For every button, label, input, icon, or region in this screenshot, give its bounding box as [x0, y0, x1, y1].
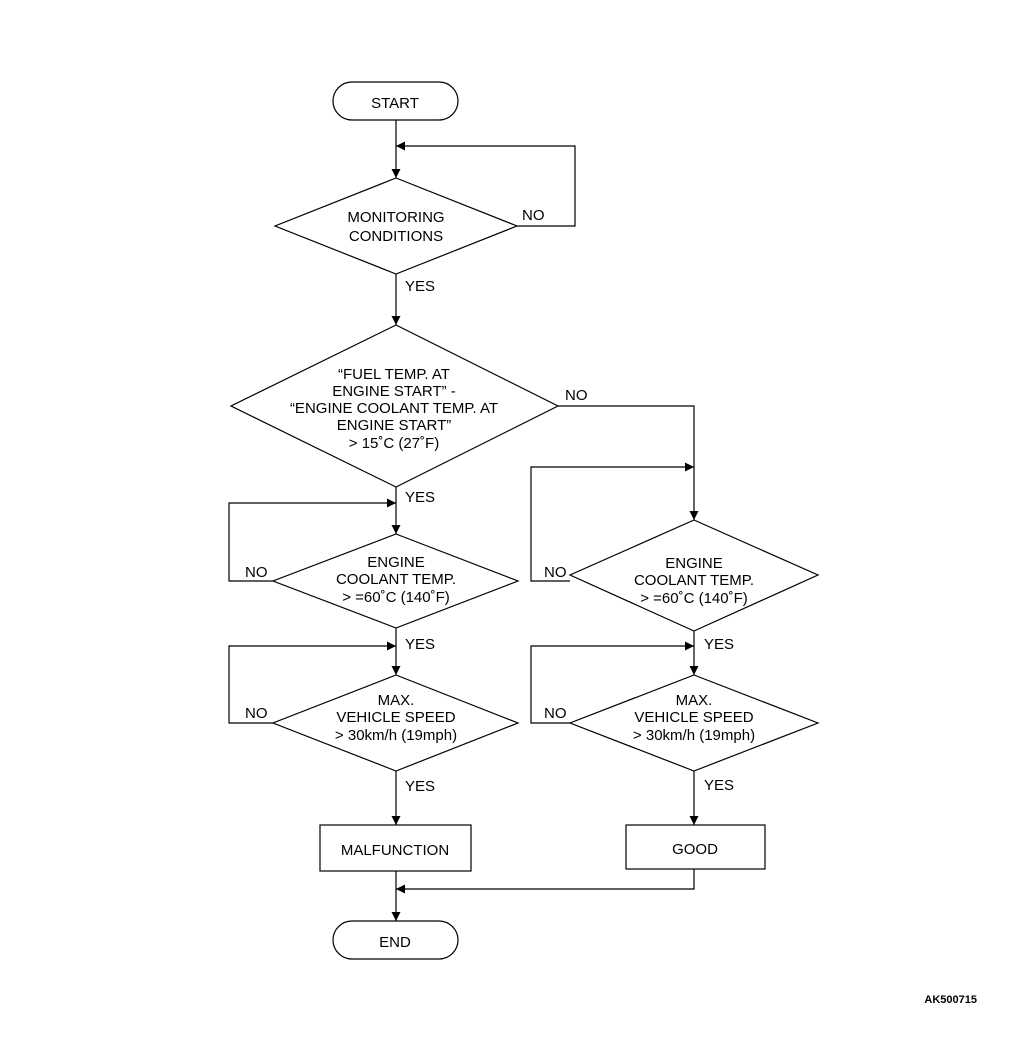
decision-fuel-temp-line-1: “FUEL TEMP. AT [338, 366, 450, 383]
branch-label-no: NO [565, 387, 588, 404]
result-good: GOOD [625, 824, 766, 870]
branch-label-yes: YES [405, 489, 435, 506]
decision-fuel-temp-line-3: “ENGINE COOLANT TEMP. AT [290, 400, 498, 417]
decision-speed-right-line-2: VEHICLE SPEED [634, 709, 753, 726]
branch-label-yes: YES [704, 636, 734, 653]
decision-coolant-left-line-1: ENGINE [367, 554, 425, 571]
branch-label-yes: YES [405, 636, 435, 653]
connector-speed-right-no-loop [530, 641, 694, 724]
branch-label-no: NO [245, 564, 268, 581]
connector-fuel-temp-no [558, 405, 699, 520]
decision-speed-right: MAX. VEHICLE SPEED > 30km/h (19mph) [568, 674, 820, 772]
decision-coolant-right-line-2: COOLANT TEMP. [634, 572, 754, 589]
decision-speed-left: MAX. VEHICLE SPEED > 30km/h (19mph) [271, 674, 520, 772]
branch-label-no: NO [544, 705, 567, 722]
decision-speed-left-line-1: MAX. [378, 692, 415, 709]
decision-fuel-temp-difference: “FUEL TEMP. AT ENGINE START” - “ENGINE C… [229, 324, 560, 488]
end-terminal: END [332, 920, 459, 960]
branch-label-yes: YES [704, 777, 734, 794]
decision-fuel-temp-line-2: ENGINE START” - [332, 383, 456, 400]
connectors [228, 120, 699, 921]
connector-good-end [396, 869, 695, 894]
decision-speed-left-line-3: > 30km/h (19mph) [335, 727, 457, 744]
result-malfunction: MALFUNCTION [319, 824, 472, 872]
decision-monitoring-conditions: MONITORING CONDITIONS [273, 177, 519, 275]
decision-monitoring-line-1: MONITORING [347, 209, 444, 226]
decision-coolant-right-line-1: ENGINE [665, 555, 723, 572]
result-malfunction-label: MALFUNCTION [341, 842, 449, 859]
decision-coolant-temp-right: ENGINE COOLANT TEMP. > =60˚C (140˚F) [568, 519, 820, 632]
branch-label-yes: YES [405, 778, 435, 795]
result-good-label: GOOD [672, 841, 718, 858]
branch-labels: NO YES NO YES NO YES NO YES NO YES NO YE… [245, 207, 734, 795]
start-terminal: START [332, 81, 459, 121]
branch-label-no: NO [522, 207, 545, 224]
decision-speed-right-line-3: > 30km/h (19mph) [633, 727, 755, 744]
connector-monitoring-no-loop [396, 141, 576, 227]
decision-coolant-temp-left: ENGINE COOLANT TEMP. > =60˚C (140˚F) [271, 533, 520, 629]
decision-fuel-temp-line-5: > 15˚C (27˚F) [349, 435, 439, 452]
branch-label-no: NO [245, 705, 268, 722]
decision-speed-left-line-2: VEHICLE SPEED [336, 709, 455, 726]
decision-coolant-left-line-2: COOLANT TEMP. [336, 571, 456, 588]
decision-speed-right-line-1: MAX. [676, 692, 713, 709]
figure-code: AK500715 [924, 994, 977, 1006]
decision-monitoring-line-2: CONDITIONS [349, 228, 443, 245]
branch-label-yes: YES [405, 278, 435, 295]
connector-speed-left-no-loop [228, 641, 396, 724]
connector-coolant-right-no-loop [530, 462, 694, 582]
connector-coolant-left-no-loop [228, 498, 396, 582]
end-label: END [379, 934, 411, 951]
branch-label-no: NO [544, 564, 567, 581]
decision-fuel-temp-line-4: ENGINE START” [337, 417, 451, 434]
start-label: START [371, 95, 419, 112]
decision-coolant-left-line-3: > =60˚C (140˚F) [342, 589, 450, 606]
decision-coolant-right-line-3: > =60˚C (140˚F) [640, 590, 748, 607]
